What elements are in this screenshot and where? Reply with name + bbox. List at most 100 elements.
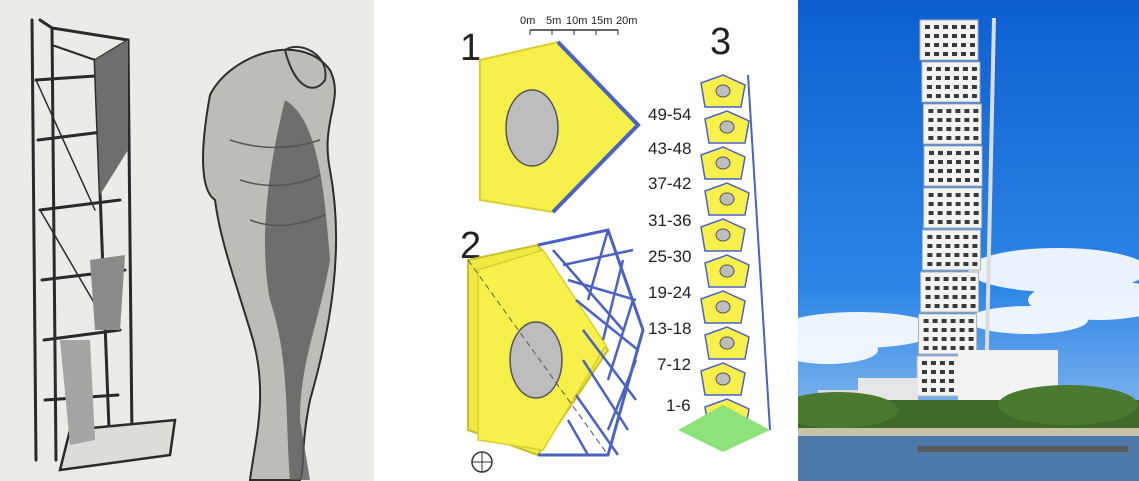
tower-window	[940, 361, 945, 365]
tower-window	[947, 211, 952, 215]
tower-window	[937, 118, 942, 122]
tower-window	[942, 328, 947, 332]
sketch-panel	[0, 0, 374, 481]
tower-window	[970, 34, 975, 38]
tower-window	[945, 67, 950, 71]
scale-label-20: 20m	[616, 15, 637, 27]
tower-window	[953, 277, 958, 281]
tower-window	[952, 25, 957, 29]
tower-window	[949, 361, 954, 365]
tower-window	[971, 304, 976, 308]
tower-window	[928, 136, 933, 140]
tower-window	[937, 127, 942, 131]
tower-window	[943, 43, 948, 47]
tower-window	[924, 337, 929, 341]
tower-window	[935, 277, 940, 281]
tower-window	[961, 25, 966, 29]
tower-window	[952, 52, 957, 56]
tower-window	[956, 193, 961, 197]
tower-window	[936, 76, 941, 80]
tower-window	[965, 169, 970, 173]
tower-window	[936, 253, 941, 257]
tower-window	[972, 76, 977, 80]
tower-window	[969, 346, 974, 350]
tower-window	[936, 235, 941, 239]
tower-window	[927, 94, 932, 98]
tower-window	[969, 337, 974, 341]
tower-window	[949, 379, 954, 383]
tower-window	[936, 67, 941, 71]
tower-window	[937, 136, 942, 140]
tower-window	[937, 109, 942, 113]
tower-window	[952, 34, 957, 38]
tower-window	[928, 127, 933, 131]
tower-window	[947, 220, 952, 224]
floor-range-25-30: 25-30	[648, 247, 691, 266]
tower-window	[949, 388, 954, 392]
tower-window	[925, 34, 930, 38]
tower-window	[953, 286, 958, 290]
tower-window	[949, 370, 954, 374]
tower-window	[951, 337, 956, 341]
step-label-3: 3	[710, 21, 731, 63]
pier	[918, 446, 1128, 452]
tower-window	[964, 136, 969, 140]
tower-window	[974, 193, 979, 197]
tower-window	[963, 235, 968, 239]
cube-core-2	[720, 121, 734, 133]
tower-window	[969, 319, 974, 323]
tower-window	[956, 211, 961, 215]
cube-core-8	[720, 337, 734, 349]
tower-window	[956, 160, 961, 164]
tower-window	[974, 178, 979, 182]
scale-bar: 0m 5m 10m 15m 20m	[520, 15, 637, 35]
tower-window	[956, 220, 961, 224]
tower-window	[936, 94, 941, 98]
tower-window	[962, 277, 967, 281]
tower-window	[926, 277, 931, 281]
tower-window	[925, 43, 930, 47]
floor-plan-1	[480, 42, 638, 212]
tower-window	[954, 85, 959, 89]
floor-range-37-42: 37-42	[648, 174, 691, 193]
tower-window	[929, 169, 934, 173]
tower-window	[926, 304, 931, 308]
tower-window	[938, 178, 943, 182]
tower-window	[972, 244, 977, 248]
tower-window	[970, 25, 975, 29]
tower-window	[955, 136, 960, 140]
tower-window	[927, 235, 932, 239]
tower-window	[931, 361, 936, 365]
tower-window	[922, 361, 927, 365]
tower-window	[947, 202, 952, 206]
scale-label-15: 15m	[591, 15, 612, 27]
tower-window	[973, 136, 978, 140]
cube-core-5	[716, 229, 730, 241]
tower-window	[963, 85, 968, 89]
tower-window	[972, 235, 977, 239]
tower-window	[922, 370, 927, 374]
tower-window	[956, 151, 961, 155]
tower-window	[961, 43, 966, 47]
tower-window	[936, 244, 941, 248]
floor-range-43-48: 43-48	[648, 139, 691, 158]
tower-window	[944, 286, 949, 290]
floor-range-1-6: 1-6	[666, 396, 691, 415]
tower-window	[974, 151, 979, 155]
tower-window	[935, 304, 940, 308]
tower-window	[929, 151, 934, 155]
tower-window	[946, 109, 951, 113]
tower-window	[955, 127, 960, 131]
scale-label-5: 5m	[546, 15, 561, 27]
tower-window	[964, 109, 969, 113]
tower-window	[964, 127, 969, 131]
tower-window	[963, 76, 968, 80]
tower-window	[927, 85, 932, 89]
tower-window	[951, 346, 956, 350]
cube-core-7	[716, 301, 730, 313]
tower-window	[963, 253, 968, 257]
tower-window	[946, 127, 951, 131]
cube-core-9	[716, 373, 730, 385]
tower-window	[954, 235, 959, 239]
tower-window	[965, 160, 970, 164]
